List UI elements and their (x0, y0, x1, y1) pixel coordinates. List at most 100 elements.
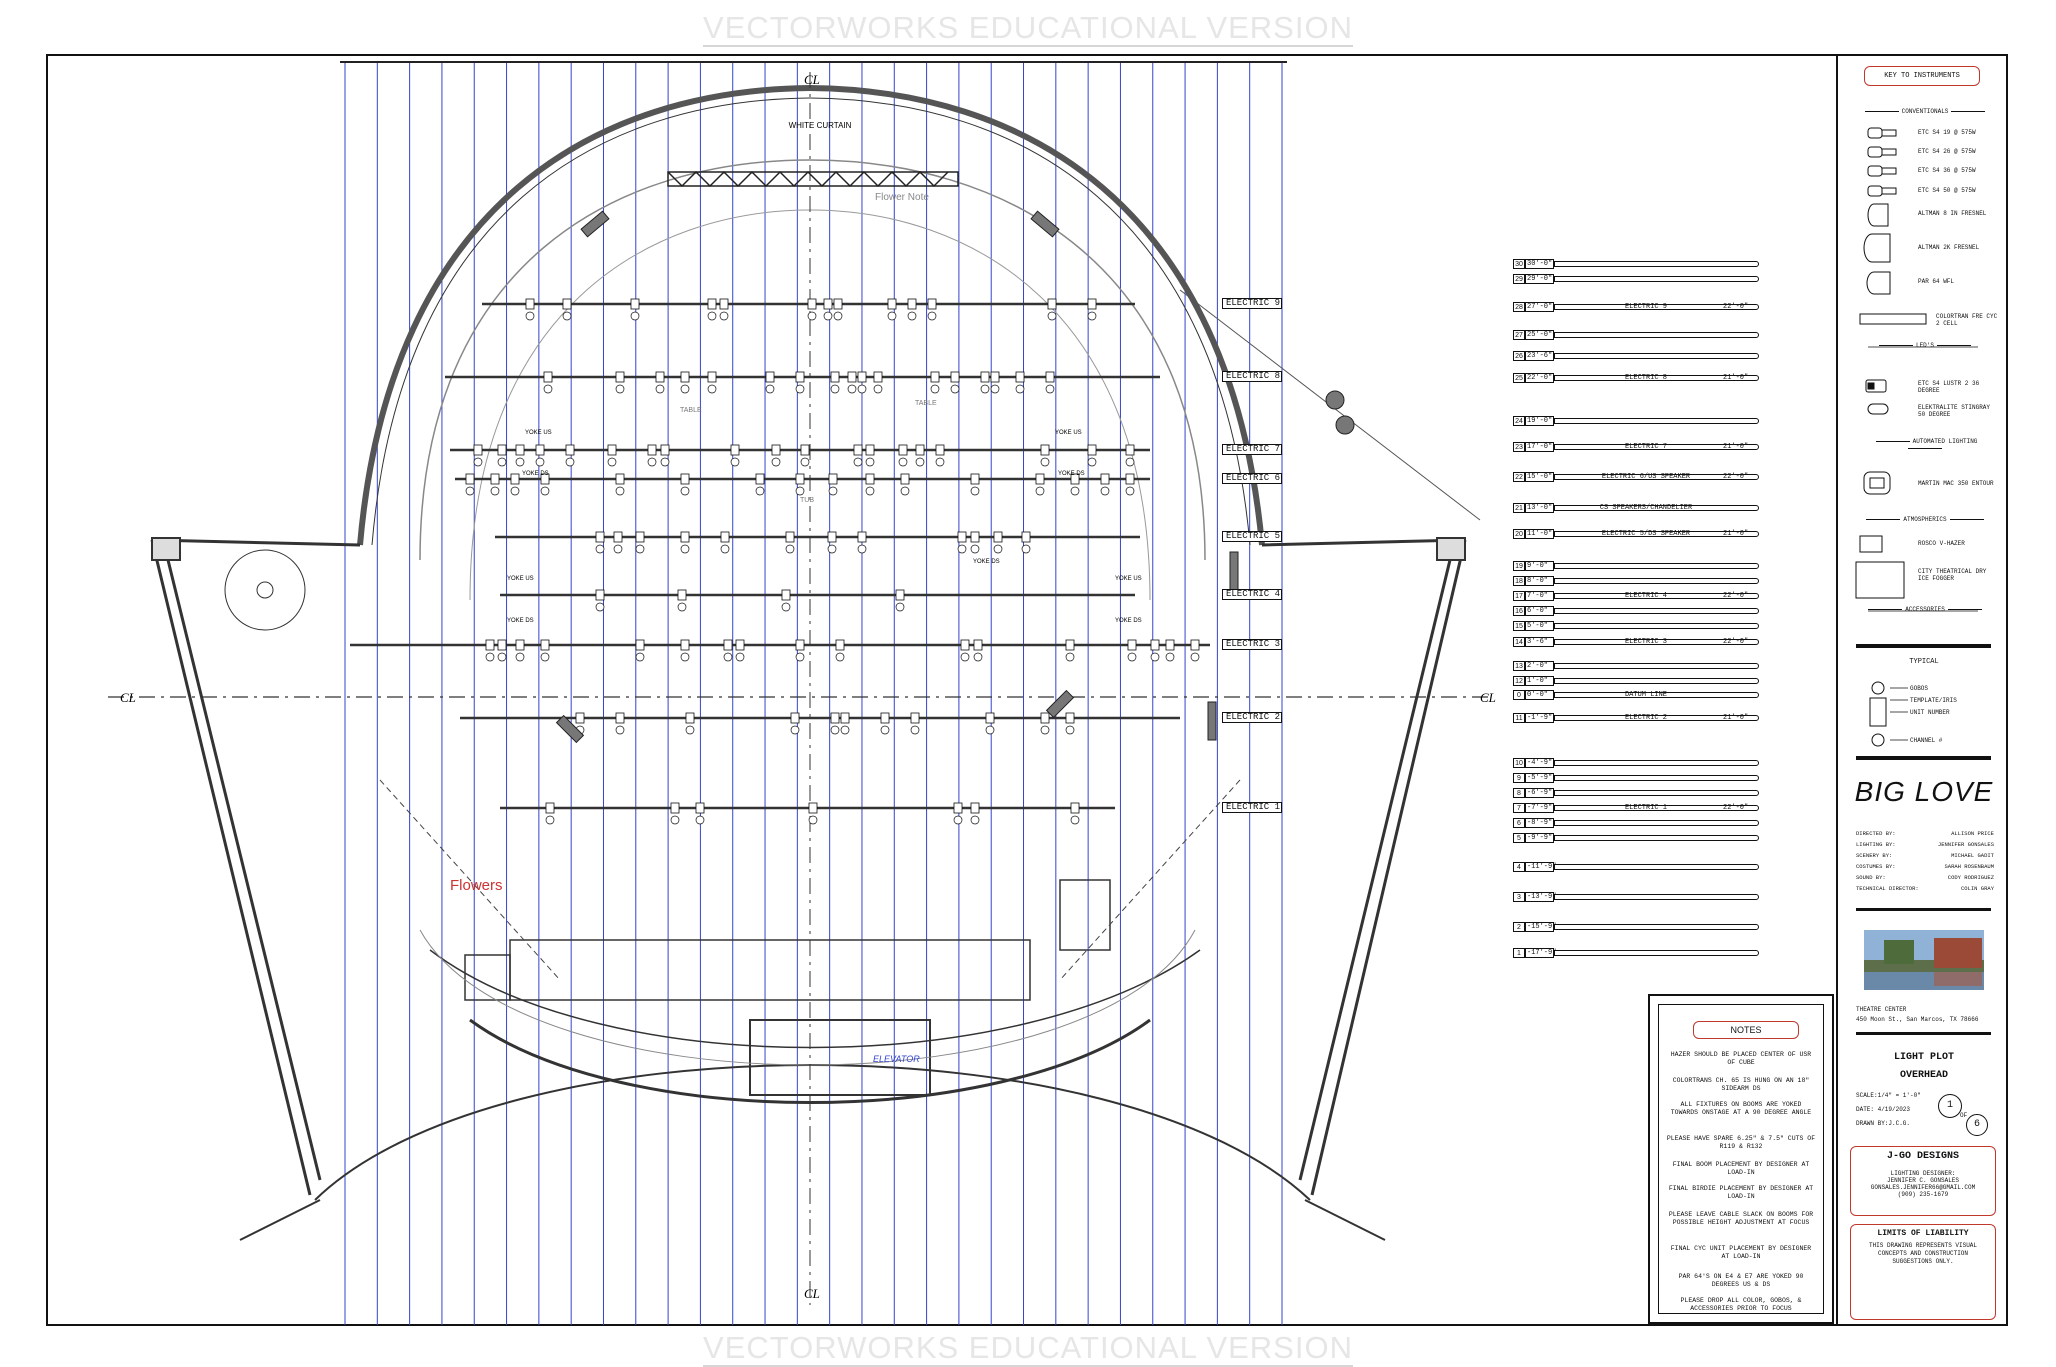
fixture (755, 473, 765, 485)
fixture (785, 531, 795, 543)
right-wing-wall (1261, 538, 1467, 1196)
channel-bubble (953, 815, 963, 825)
lineset-row: 4-11'-9" (1513, 862, 1759, 872)
electric-tag: ELECTRIC 1 (1222, 802, 1282, 813)
lineset-pipe (1554, 639, 1759, 645)
channel-bubble (613, 544, 623, 554)
lineset-pipe (1554, 332, 1759, 338)
fixture (830, 371, 840, 383)
lineset-elevation: -17'-9" (1525, 948, 1557, 958)
liability-box: LIMITS OF LIABILITY THIS DRAWING REPRESE… (1850, 1224, 1996, 1320)
credit-role: SOUND BY: (1856, 874, 1886, 881)
lineset-elevation: 5'-0" (1525, 621, 1554, 631)
credit-role: DIRECTED BY: (1856, 830, 1896, 837)
lineset-pipe (1554, 663, 1759, 669)
lineset-elevation: 9'-0" (1525, 561, 1554, 571)
lineset-number: 5 (1513, 833, 1525, 843)
credit-name: CODY RODRIGUEZ (1947, 874, 1994, 881)
channel-bubble (660, 457, 670, 467)
lineset-pipe (1554, 261, 1759, 267)
credit-row: DIRECTED BY:ALLISON PRICE (1856, 830, 1994, 837)
channel-bubble (827, 544, 837, 554)
lineset-row: 3-13'-9" (1513, 892, 1759, 902)
key-label-stingray: ELEKTRALITE STINGRAY 50 DEGREE (1918, 404, 1991, 418)
lineset-pipe (1554, 805, 1759, 811)
lineset-number: 6 (1513, 818, 1525, 828)
lineset-length: 22'-0" (1723, 804, 1749, 812)
lineset-elevation: 8'-0" (1525, 576, 1554, 586)
lineset-number: 9 (1513, 773, 1525, 783)
channel-bubble (830, 725, 840, 735)
channel-bubble (719, 311, 729, 321)
lineset-length: 21'-0" (1723, 374, 1749, 382)
credit-row: SCENERY BY:MICHAEL GADIT (1856, 852, 1994, 859)
credit-name: MICHAEL GADIT (1951, 852, 1994, 859)
centerline-label-bottom: CL (804, 1286, 820, 1301)
fixture (465, 473, 475, 485)
key-label-fogger: CITY THEATRICAL DRY ICE FOGGER (1918, 568, 1987, 582)
led-lustr-icon (1865, 379, 1887, 393)
lineset-length: 22'-0" (1723, 473, 1749, 481)
fixture (1150, 639, 1160, 651)
key-section-conventionals: CONVENTIONALS (1860, 108, 1990, 115)
electric-tag: ELECTRIC 3 (1222, 639, 1282, 650)
note-item: ALL FIXTURES ON BOOMS ARE YOKED TOWARDS … (1670, 1101, 1812, 1116)
channel-bubble (795, 486, 805, 496)
elevator-label: ELEVATOR (873, 1054, 920, 1064)
channel-bubble (857, 384, 867, 394)
ellipsoidal-50-icon (1867, 185, 1897, 197)
fixture (1125, 444, 1135, 456)
lineset-elevation: -13'-9" (1525, 892, 1557, 902)
fixture (980, 371, 990, 383)
fixture (795, 639, 805, 651)
channel-bubble (647, 457, 657, 467)
booms (555, 210, 1355, 744)
fixture (823, 298, 833, 310)
fixture (1021, 531, 1031, 543)
channel-bubble (630, 311, 640, 321)
channel-bubble (515, 652, 525, 662)
channel-bubble (730, 457, 740, 467)
fixture (680, 371, 690, 383)
cyc-light-icon (1859, 313, 1927, 325)
typical-unit-icon (1869, 681, 1887, 747)
fogger-icon (1855, 561, 1905, 599)
date: DATE: 4/19/2023 (1856, 1106, 1911, 1113)
fixture (993, 531, 1003, 543)
typical-template: TEMPLATE/IRIS (1910, 697, 1957, 704)
channel-bubble (835, 652, 845, 662)
channel-bubble (1065, 652, 1075, 662)
fixture (685, 712, 695, 724)
channel-bubble (960, 652, 970, 662)
lineset-pipe (1554, 715, 1759, 721)
fixture (575, 712, 585, 724)
lineset-elevation: 11'-0" (1525, 529, 1554, 539)
stage-apron (314, 1064, 1311, 1201)
channel-bubble (755, 486, 765, 496)
lineset-number: 11 (1513, 713, 1525, 723)
lineset-elevation: 19'-0" (1525, 416, 1554, 426)
fixture (707, 298, 717, 310)
channel-bubble (670, 815, 680, 825)
channel-bubble (535, 457, 545, 467)
drawn-by: DRAWN BY:J.C.G. (1856, 1120, 1911, 1127)
fixture (857, 371, 867, 383)
fixture (771, 444, 781, 456)
lineset-pipe (1554, 276, 1759, 282)
channel-bubble (680, 486, 690, 496)
channel-bubble (970, 815, 980, 825)
fixture (1047, 298, 1057, 310)
lineset-number: 10 (1513, 758, 1525, 768)
lineset-label: ELECTRIC 9 (1624, 303, 1667, 311)
lineset-elevation: 6'-0" (1525, 606, 1554, 616)
channel-bubble (1040, 725, 1050, 735)
fixture (880, 712, 890, 724)
fixture (857, 531, 867, 543)
note-item: PLEASE LEAVE CABLE SLACK ON BOOMS FOR PO… (1668, 1211, 1814, 1226)
channel-bubble (795, 384, 805, 394)
fixture (865, 473, 875, 485)
lineset-label: ELECTRIC 3 (1624, 638, 1667, 646)
fresnel-8in-icon (1867, 203, 1889, 227)
